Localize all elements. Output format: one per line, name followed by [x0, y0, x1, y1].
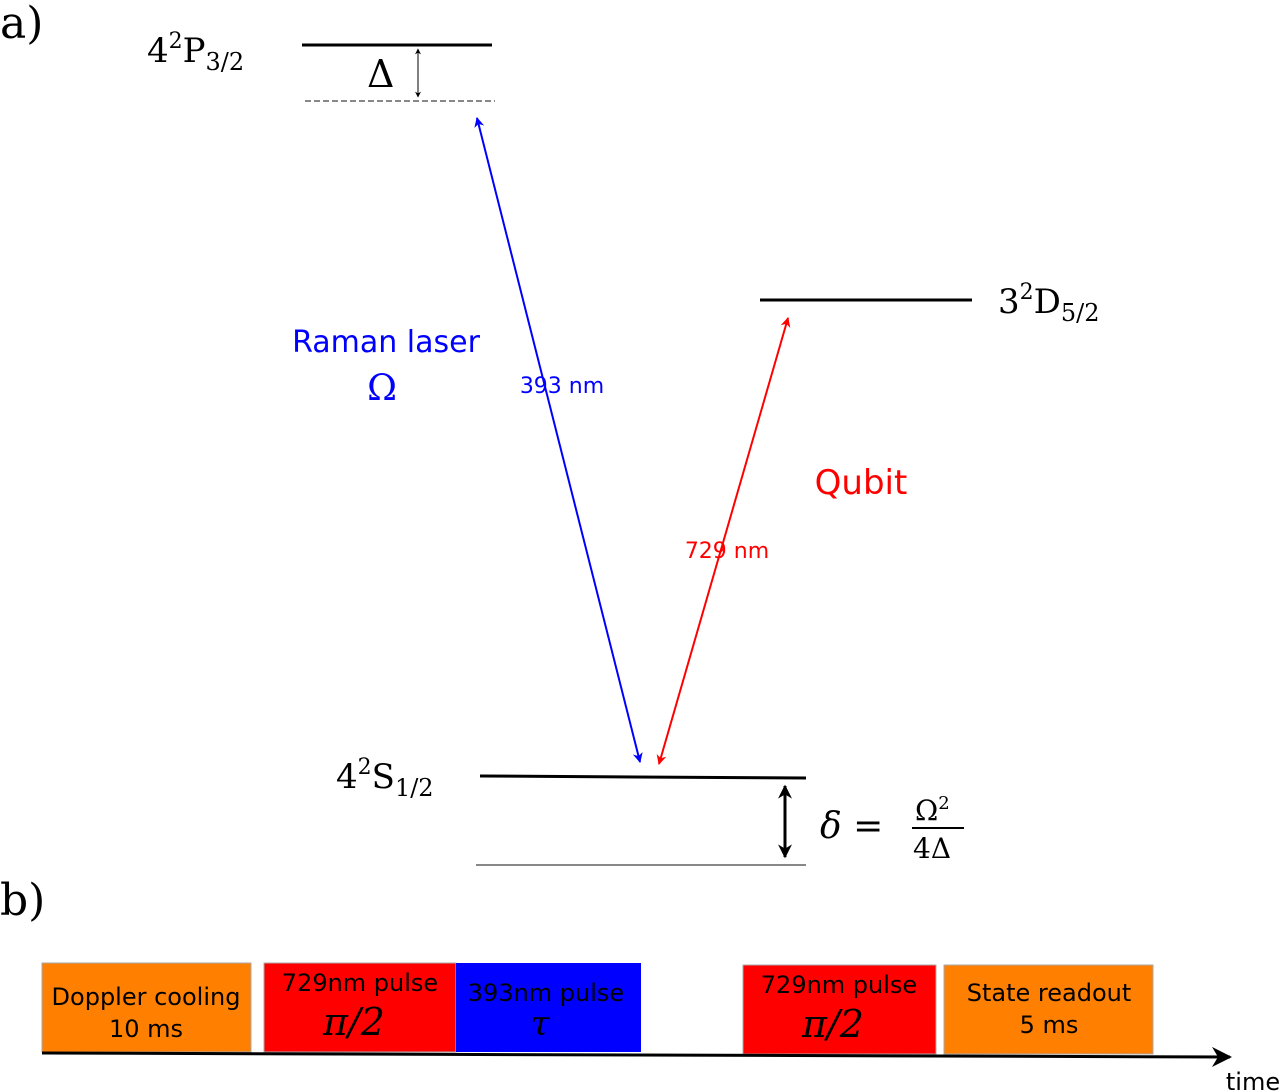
seq-block-729-pulse-1	[263, 962, 457, 1053]
seq-block-doppler-cooling	[41, 962, 252, 1053]
seq-block-state-readout	[943, 964, 1154, 1055]
seq-block-state-readout-line1: State readout	[967, 979, 1132, 1007]
raman-transition-arrow	[474, 117, 643, 763]
seq-block-729-pulse-2-line2: π/2	[801, 1002, 864, 1046]
pulse-sequence: Doppler cooling 10 ms 729nm pulse π/2 39…	[41, 962, 1154, 1055]
raman-rabi-symbol: Ω	[367, 368, 397, 409]
seq-block-doppler-cooling-line2: 10 ms	[109, 1015, 183, 1043]
qubit-wavelength-label: 729 nm	[685, 539, 769, 564]
raman-wavelength-label: 393 nm	[520, 374, 604, 399]
qubit-transition-arrow	[656, 317, 791, 765]
p32-level-label: 42P3/2	[147, 29, 244, 76]
d52-level-label: 32D5/2	[998, 280, 1100, 327]
light-shift-lhs: δ =	[820, 806, 883, 847]
seq-block-729-pulse-1-line2: π/2	[322, 1000, 385, 1044]
seq-block-729-pulse-2	[742, 964, 937, 1055]
seq-block-393-pulse-line2: τ	[531, 1004, 551, 1044]
qubit-label: Qubit	[815, 463, 908, 503]
seq-block-393-pulse-line1: 393nm pulse	[468, 979, 624, 1007]
seq-block-doppler-cooling-line1: Doppler cooling	[52, 983, 241, 1011]
raman-laser-label: Raman laser	[292, 325, 481, 360]
s12-level-label: 42S1/2	[336, 755, 434, 802]
time-axis-arrow	[41, 1046, 1232, 1067]
seq-block-729-pulse-1-line1: 729nm pulse	[282, 969, 438, 997]
light-shift-denominator: 4Δ	[913, 832, 951, 865]
seq-block-state-readout-line2: 5 ms	[1020, 1011, 1079, 1039]
time-axis-label: time	[1226, 1068, 1280, 1091]
s12-level-line	[479, 774, 807, 780]
seq-block-729-pulse-2-line1: 729nm pulse	[761, 971, 917, 999]
panel-b-label: b)	[0, 875, 45, 926]
panel-a-label: a)	[0, 0, 43, 49]
light-shift-numerator: Ω2	[915, 793, 950, 827]
seq-block-393-pulse	[456, 963, 641, 1052]
detuning-symbol: Δ	[367, 52, 394, 96]
